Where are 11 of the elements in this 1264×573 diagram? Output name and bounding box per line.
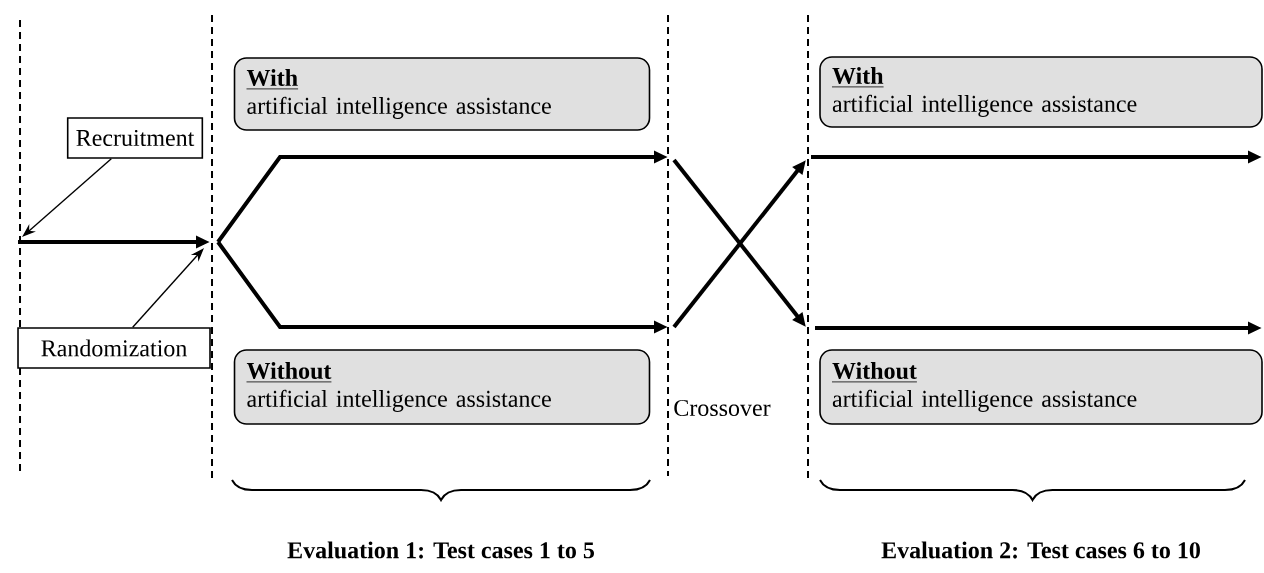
- step-box: Randomization: [17, 327, 211, 369]
- annotation-text: Crossover: [671, 397, 773, 419]
- section-title: Evaluation 1: Test cases 1 to 5: [285, 539, 597, 561]
- section-title: Evaluation 2: Test cases 6 to 10: [879, 539, 1203, 561]
- step-box: Recruitment: [66, 117, 204, 159]
- group-box: Without artificial intelligence assistance: [819, 349, 1263, 425]
- leader-line: [22, 158, 112, 237]
- group-box: With artificial intelligence assistance: [233, 57, 651, 131]
- leader-line: [132, 248, 204, 328]
- group-box: With artificial intelligence assistance: [819, 56, 1263, 128]
- group-box: Without artificial intelligence assistance: [233, 349, 651, 425]
